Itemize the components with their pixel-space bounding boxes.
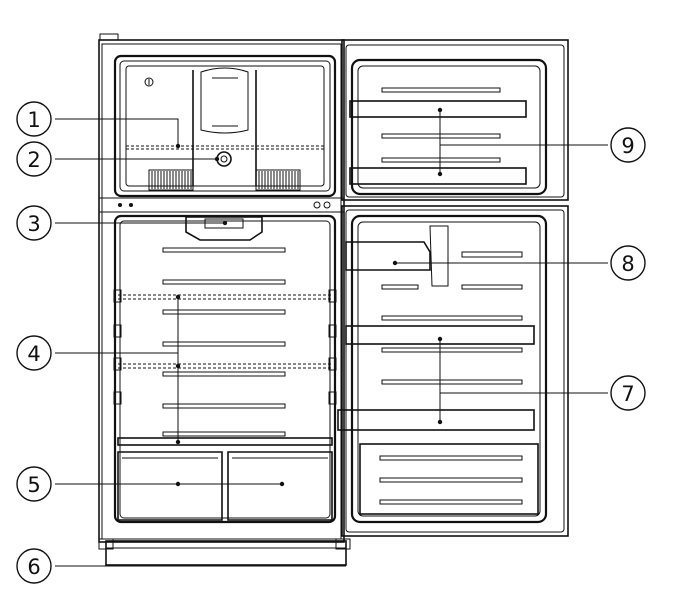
shelf-rails-right xyxy=(328,289,337,405)
callout-2: 2 xyxy=(16,141,52,177)
freezer-compartment xyxy=(113,54,337,198)
fresh-food-door xyxy=(337,205,569,537)
callout-label: 5 xyxy=(27,473,40,497)
callout-label: 2 xyxy=(27,148,40,172)
callout-label: 3 xyxy=(27,212,40,236)
callout-7: 7 xyxy=(610,375,646,411)
freezer-vents-left xyxy=(148,169,194,191)
shelf-rails-left xyxy=(113,289,122,405)
fresh-food-compartment xyxy=(113,214,337,524)
callout-9: 9 xyxy=(610,127,646,163)
callout-1: 1 xyxy=(16,101,52,137)
callout-4: 4 xyxy=(16,335,52,371)
callout-label: 8 xyxy=(621,252,634,276)
callout-5: 5 xyxy=(16,466,52,502)
callout-label: 1 xyxy=(27,108,40,132)
callout-label: 4 xyxy=(27,342,40,366)
light-housing xyxy=(185,216,263,241)
power-indicator-icon xyxy=(144,77,154,87)
leader-lines xyxy=(55,107,608,567)
callout-label: 7 xyxy=(621,382,634,406)
dairy-compartment xyxy=(345,241,431,271)
callout-label: 6 xyxy=(27,555,40,579)
callout-8: 8 xyxy=(610,245,646,281)
freezer-shelf-slots xyxy=(162,247,286,437)
freezer-door xyxy=(341,39,569,201)
cabinet-body xyxy=(98,33,345,543)
freezer-vents-right xyxy=(255,169,301,191)
toe-grille xyxy=(98,538,351,566)
callout-6: 6 xyxy=(16,548,52,584)
callout-3: 3 xyxy=(16,205,52,241)
callout-label: 9 xyxy=(621,134,634,158)
crisper-drawers xyxy=(117,451,333,521)
